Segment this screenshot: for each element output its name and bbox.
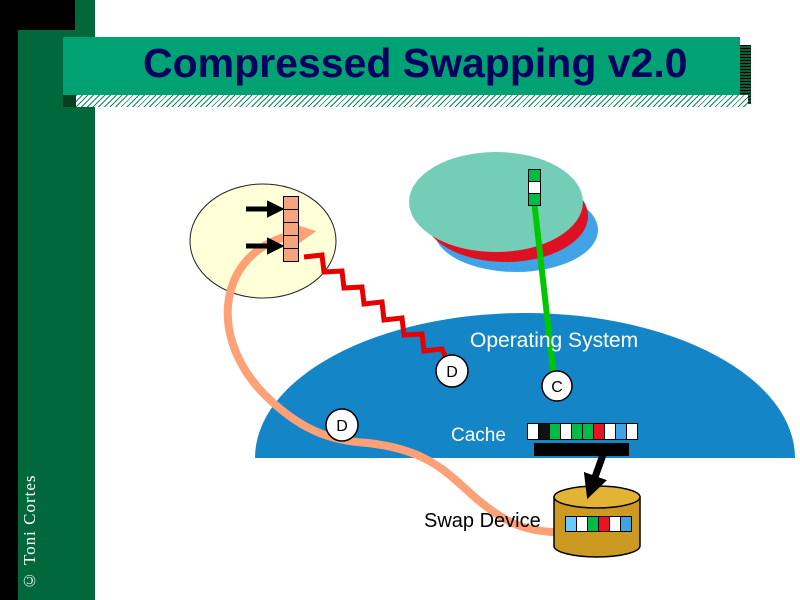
node-decompressor-upper-label: D — [446, 364, 458, 381]
node-decompressor-lower-label: D — [336, 418, 348, 435]
operating-system-label: Operating System — [470, 329, 638, 352]
node-decompressor-upper — [435, 354, 469, 388]
write-to-swap-arrow — [583, 450, 608, 500]
cache-label: Cache — [451, 425, 506, 446]
cache-cell-strip — [527, 423, 638, 440]
operating-system-ellipse — [255, 313, 795, 458]
title-banner: Compressed Swapping v2.0 — [63, 37, 740, 95]
banner-hatch-stripe — [76, 95, 748, 107]
memory-cell — [528, 193, 541, 206]
node-compressor — [541, 370, 573, 402]
swap-cylinder-top — [553, 485, 641, 509]
memory-cell — [626, 423, 638, 440]
process-memory-ellipse — [189, 183, 337, 299]
sidebar-corner-shadow — [0, 0, 75, 30]
swap-device-label: Swap Device — [424, 510, 541, 532]
banner-shadow — [740, 45, 751, 104]
node-compressor-label: C — [551, 379, 563, 396]
memory-cell — [283, 222, 299, 236]
memory-cell — [283, 235, 299, 249]
memory-cell — [620, 516, 632, 532]
memory-cell — [283, 196, 299, 210]
region-ellipse-teal — [409, 152, 583, 252]
compress-arrow — [531, 199, 557, 379]
memory-cell — [283, 248, 299, 262]
compressed-page-stack — [528, 169, 541, 206]
slide-title: Compressed Swapping v2.0 — [143, 40, 688, 86]
process-page-stack — [283, 196, 299, 262]
cache-bar — [534, 443, 629, 456]
swap-cell-strip — [565, 516, 632, 532]
banner-hatch-block — [63, 95, 76, 107]
swap-in-arrow — [223, 223, 556, 536]
memory-cell — [283, 209, 299, 223]
page-fault-zigzag-arrow — [303, 252, 451, 364]
node-decompressor-lower — [325, 408, 359, 442]
